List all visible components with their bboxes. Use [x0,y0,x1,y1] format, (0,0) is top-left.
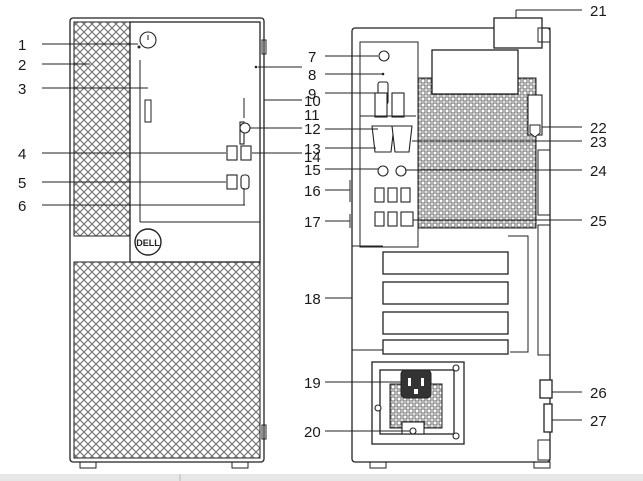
rear-usb-1 [374,187,385,203]
bottom-strip [0,474,643,481]
expansion-slot-3 [382,311,509,335]
ethernet-port [400,211,414,227]
callout-9: 9 [308,86,316,103]
front-headset-jack [239,122,251,134]
displayport-2 [391,92,405,118]
callout-8: 8 [308,67,316,84]
callout-5: 5 [18,175,26,192]
optical-drive-eject [144,99,152,123]
callout-6: 6 [18,198,26,215]
callout-14: 14 [304,149,321,166]
displayport-1 [374,92,388,118]
expansion-slot-1 [382,251,509,275]
security-cable-slot [539,379,553,399]
callout-19: 19 [304,375,321,392]
dell-logo-text: DELL [136,238,160,248]
vga-port [391,125,413,153]
back-view [351,17,553,469]
callout-18: 18 [304,291,321,308]
callout-17: 17 [304,214,321,231]
rear-usb-4 [374,211,385,227]
callout-27: 27 [590,413,607,430]
top-handle [493,17,543,49]
callout-22: 22 [590,120,607,137]
callout-4: 4 [18,146,26,163]
callout-1: 1 [18,37,26,54]
front-usb-c-port [240,174,250,190]
rear-upper-panel [431,49,519,95]
front-view: DELL [69,17,267,469]
front-usb-port-a [226,145,238,161]
expansion-slot-2 [382,281,509,305]
rear-usb-3 [400,187,411,203]
callout-20: 20 [304,424,321,441]
rear-usb-2 [387,187,398,203]
callout-3: 3 [18,81,26,98]
callout-13: 13 [304,141,321,158]
line-out-port [378,50,390,62]
callout-2: 2 [18,57,26,74]
front-upper-mesh [73,21,131,237]
dell-logo [134,228,162,256]
leader-lines [42,9,582,432]
expansion-slot-4 [382,339,509,355]
callout-23: 23 [590,134,607,151]
callout-16: 16 [304,183,321,200]
callout-25: 25 [590,213,607,230]
power-connector-port[interactable] [400,369,432,399]
callout-15: 15 [304,162,321,179]
callout-21: 21 [590,3,607,20]
callout-11: 11 [304,107,320,124]
callout-24: 24 [590,163,607,180]
front-lower-mesh [73,261,261,459]
serial-port [371,125,395,153]
callout-numbers: 1 2 3 4 5 6 7 8 9 10 11 12 13 14 15 16 1… [18,3,607,441]
callout-7: 7 [308,49,316,66]
rear-usb-5 [387,211,398,227]
callout-26: 26 [590,385,607,402]
ps2-mouse-port [395,165,407,177]
front-usb-port-b [240,145,252,161]
release-latch [543,403,553,433]
rear-vent [417,77,537,229]
front-usb3-port [226,174,238,190]
callout-10: 10 [304,93,321,110]
callout-12: 12 [304,121,321,138]
ps2-keyboard-port [377,165,389,177]
